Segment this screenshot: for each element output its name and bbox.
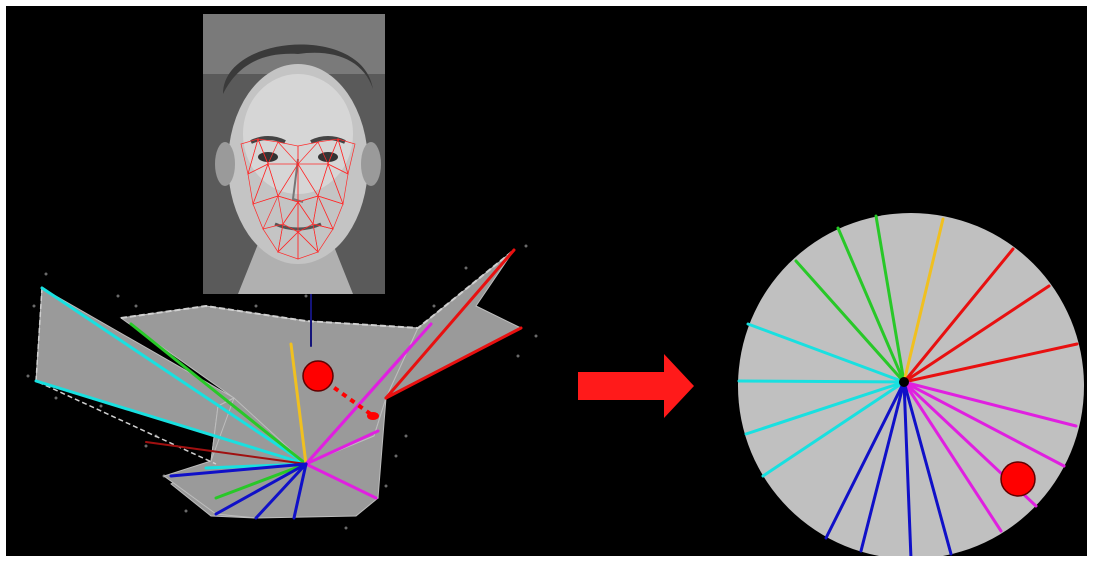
- mesh-left-outline: [35, 287, 217, 465]
- mesh-ray-magenta: [304, 462, 378, 500]
- disk-ray-red: [902, 247, 1015, 384]
- diagram-graphics: [26, 213, 1084, 556]
- disk-ray-blue: [859, 380, 906, 553]
- disk-ray-magenta: [902, 380, 1078, 428]
- landmark-triangle: [297, 223, 319, 254]
- disk-ray-cyan: [746, 322, 906, 384]
- mesh-ray-red: [145, 441, 307, 465]
- mesh-rays: [34, 248, 523, 520]
- landmark-mesh: [240, 137, 356, 260]
- mesh-ray-yellow: [289, 342, 308, 466]
- landmark-triangle: [297, 141, 319, 165]
- mesh-ray-cyan: [34, 379, 308, 466]
- disk-ray-green: [794, 259, 906, 384]
- mesh-marker-target: [367, 412, 379, 420]
- flattened-mesh: [26, 244, 538, 530]
- disk-ray-cyan: [737, 379, 906, 384]
- mesh-ray-cyan: [40, 286, 308, 466]
- disk-ray-magenta: [902, 380, 1003, 533]
- disk-ray-green: [874, 214, 906, 384]
- mesh-ray-red: [384, 248, 516, 400]
- mesh-ray-blue: [169, 462, 308, 478]
- disk-center-dot: [899, 377, 909, 387]
- disk-marker: [1000, 461, 1036, 497]
- disk-ray-green: [836, 226, 906, 384]
- mesh-ray-green: [129, 322, 308, 466]
- figure-canvas: [6, 6, 1087, 556]
- face-photo-graphic: [203, 14, 385, 294]
- mesh-marker: [302, 360, 334, 392]
- landmark-triangle: [252, 162, 279, 205]
- mesh-ray-magenta: [304, 429, 380, 466]
- right-arrow-icon: [578, 354, 694, 418]
- disk-ray-cyan: [744, 380, 906, 436]
- mesh-ray-blue: [254, 462, 308, 520]
- disk-ray-blue: [902, 380, 953, 556]
- disk-ray-magenta: [902, 380, 1066, 468]
- mesh-ray-red: [384, 326, 523, 400]
- disk-ray-red: [902, 342, 1079, 384]
- mesh-polygons: [35, 249, 523, 519]
- disk-ray-blue: [824, 380, 906, 540]
- mesh-upper-outline: [120, 249, 515, 330]
- disk-ray-blue: [902, 380, 913, 556]
- mesh-ray-blue: [214, 462, 308, 516]
- disk-ray-red: [902, 284, 1051, 384]
- disk-ray-yellow: [902, 217, 945, 384]
- mesh-ray-magenta: [304, 344, 413, 466]
- disk-ray-cyan: [761, 380, 906, 478]
- mesh-ray-green: [214, 462, 308, 500]
- disk-diagram: [737, 213, 1084, 556]
- disk-rays: [737, 214, 1079, 556]
- mesh-ray-blue: [292, 462, 308, 520]
- face-photo: [203, 14, 385, 294]
